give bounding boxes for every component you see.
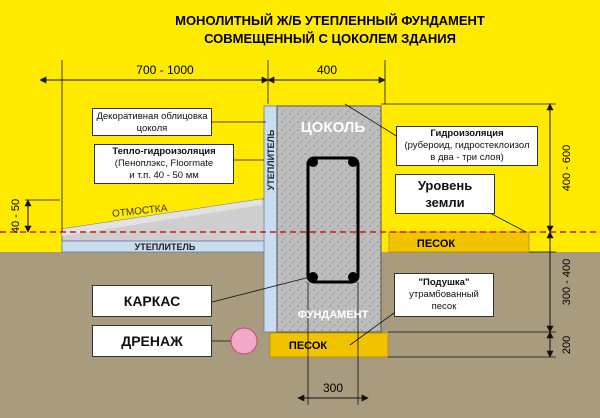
waterproofing-callout: Гидроизоляция (рубероид, гидростеклоизол… bbox=[396, 126, 538, 166]
dim-bottom: 300 bbox=[323, 381, 343, 395]
leader-line bbox=[487, 211, 527, 233]
cushion-body-1: утрамбованный bbox=[409, 289, 479, 300]
rebar bbox=[348, 272, 358, 282]
cladding-text: Декоративная облицовка цоколя bbox=[96, 111, 208, 134]
dim-right-upper: 400 - 600 bbox=[561, 145, 573, 191]
drainage-text: ДРЕНАЖ bbox=[121, 333, 183, 349]
dim-top-left: 700 - 1000 bbox=[136, 63, 194, 77]
thermo-title: Тепло-гидроизоляция bbox=[112, 146, 216, 157]
concrete-body bbox=[276, 105, 382, 333]
thermo-body-1: (Пеноплэкс, Floormate bbox=[114, 158, 214, 169]
cushion-title: "Подушка" bbox=[418, 277, 470, 288]
drainage-pipe bbox=[230, 327, 258, 355]
waterproofing-body-2: в два - три слоя) bbox=[430, 152, 504, 163]
sand-bottom bbox=[269, 332, 389, 358]
leader-line bbox=[344, 103, 399, 138]
drainage-callout: ДРЕНАЖ bbox=[92, 325, 212, 357]
dim-top-right: 400 bbox=[317, 63, 337, 77]
vertical-insulation-label: УТЕПЛИТЕЛЬ bbox=[266, 129, 276, 190]
rebar-cage bbox=[306, 156, 360, 284]
sand-bottom-label: ПЕСОК bbox=[289, 340, 327, 352]
title-line-1: МОНОЛИТНЫЙ Ж/Б УТЕПЛЕННЫЙ ФУНДАМЕНТ bbox=[175, 13, 485, 28]
rebar bbox=[348, 157, 358, 167]
ground-level-text-2: земли bbox=[425, 195, 465, 210]
rebar bbox=[308, 272, 318, 282]
dim-right-middle: 300 - 400 bbox=[561, 259, 573, 305]
cushion-body-2: песок bbox=[431, 301, 457, 312]
thermo-body-2: и т.п. 40 - 50 мм bbox=[129, 170, 199, 181]
dim-left-vertical: 40 - 50 bbox=[10, 199, 22, 233]
waterproofing-title: Гидроизоляция bbox=[430, 128, 504, 139]
blind-area-gravel bbox=[62, 199, 262, 236]
ground-level-callout: Уровень земли bbox=[395, 174, 495, 214]
dim-right-lower: 200 bbox=[561, 336, 573, 354]
horizontal-insulation-label: УТЕПЛИТЕЛЬ bbox=[135, 242, 196, 252]
leader-line bbox=[211, 276, 311, 303]
sand-right bbox=[388, 231, 530, 253]
title-line-2: СОВМЕЩЕННЫЙ С ЦОКОЛЕМ ЗДАНИЯ bbox=[204, 31, 456, 46]
cushion-callout: "Подушка" утрамбованный песок bbox=[394, 273, 494, 317]
waterproofing-body-1: (рубероид, гидростеклоизол bbox=[404, 140, 530, 151]
thermo-callout: Тепло-гидроизоляция (Пеноплэкс, Floormat… bbox=[94, 144, 234, 184]
frame-text: КАРКАС bbox=[123, 293, 181, 309]
sand-right-label: ПЕСОК bbox=[417, 238, 455, 250]
rebar bbox=[308, 157, 318, 167]
frame-callout: КАРКАС bbox=[92, 285, 212, 317]
cladding-callout: Декоративная облицовка цоколя bbox=[92, 108, 212, 136]
plinth-label: ЦОКОЛЬ bbox=[301, 119, 366, 136]
foundation-label: ФУНДАМЕНТ bbox=[298, 309, 369, 321]
ground-level-text-1: Уровень bbox=[417, 178, 473, 193]
